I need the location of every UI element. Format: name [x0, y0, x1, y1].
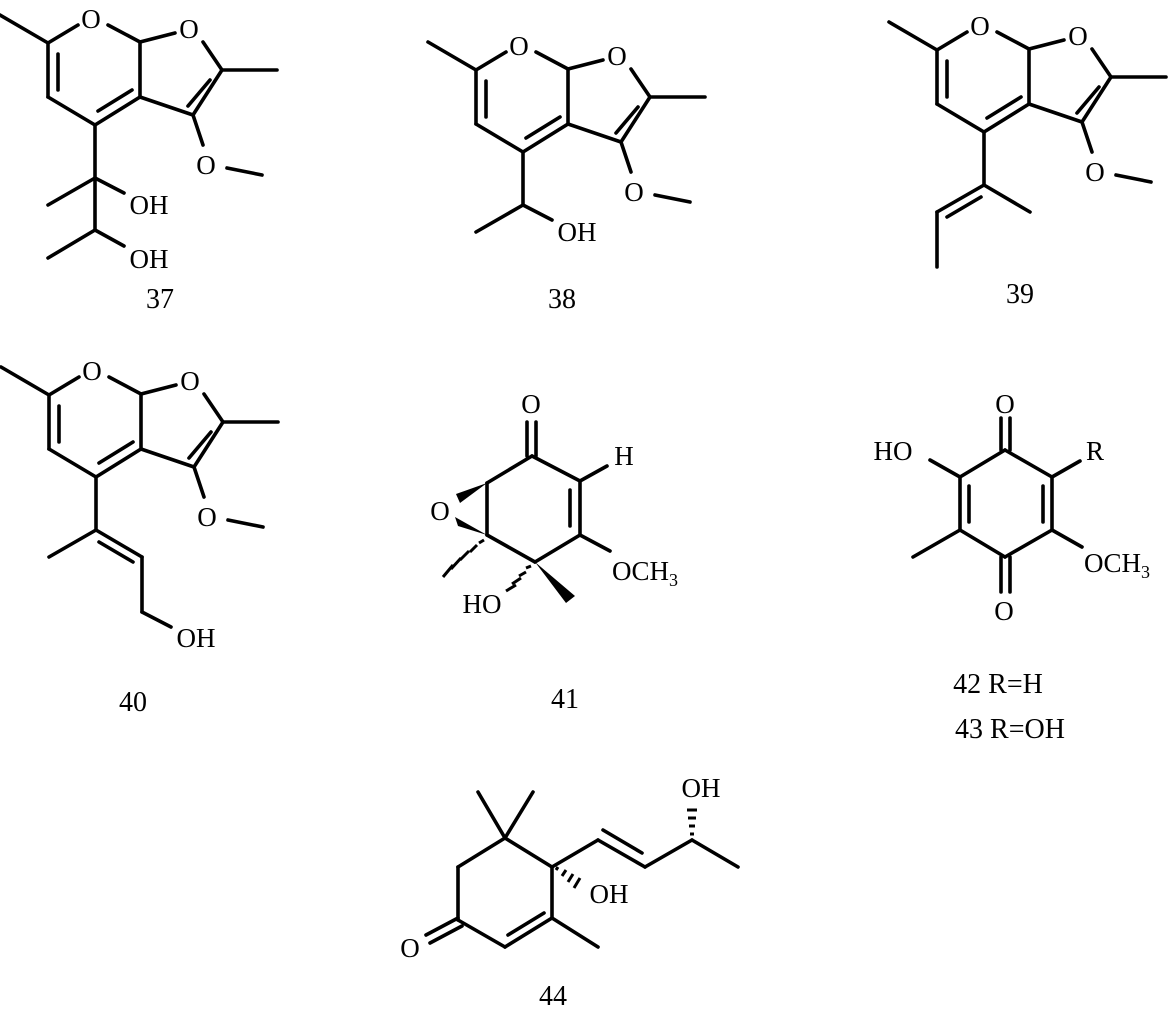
compound-38: O O O OH 38 [426, 31, 707, 315]
hashed-bond [441, 538, 485, 578]
atom-label: O [82, 356, 102, 386]
atom-label: O [400, 933, 420, 963]
atom-label: O [430, 496, 450, 526]
wedge-bond [535, 562, 575, 603]
atom-label: O [607, 41, 627, 71]
hashed-bond [687, 808, 697, 836]
compound-40: O O O OH 40 [0, 356, 280, 718]
hashed-bond [505, 564, 532, 593]
atom-label: OH [590, 879, 629, 909]
compound-number: 37 [146, 284, 174, 315]
atom-label: HO [463, 589, 502, 619]
atom-label: O [180, 366, 200, 396]
compound-caption: 43 R=OH [955, 714, 1065, 745]
atom-label: O [196, 150, 216, 180]
atom-label: H [614, 441, 634, 471]
compound-37: O O O OH OH 37 [0, 4, 279, 315]
atom-label: O [509, 31, 529, 61]
atom-label: O [1085, 157, 1105, 187]
compound-41: O H OCH3 O HO 41 [430, 389, 678, 715]
atom-label: O [179, 14, 199, 44]
atom-label: O [197, 502, 217, 532]
hashed-bond [554, 866, 582, 889]
compound-44: O OH OH 44 [400, 773, 740, 1012]
compound-42-43: O O HO R OCH3 42 R=H 43 R=OH [874, 389, 1151, 745]
atom-label: OH [682, 773, 721, 803]
atom-label: OH [177, 623, 216, 653]
wedge-bond [456, 483, 487, 503]
atom-label: OCH3 [612, 556, 678, 590]
wedge-bond [455, 517, 487, 535]
atom-label: HO [874, 436, 913, 466]
atom-label: OH [130, 244, 169, 274]
atom-label: OH [558, 217, 597, 247]
compound-number: 39 [1006, 279, 1034, 310]
atom-label: O [624, 177, 644, 207]
compound-number: 40 [119, 687, 147, 718]
atom-label: R [1086, 436, 1104, 466]
compound-number: 41 [551, 684, 579, 715]
atom-label: O [970, 11, 990, 41]
compound-caption: 42 R=H [953, 669, 1043, 700]
atom-label: O [1068, 21, 1088, 51]
atom-label: O [81, 4, 101, 34]
atom-label: OH [130, 190, 169, 220]
compound-number: 38 [548, 284, 576, 315]
atom-label: OCH3 [1084, 548, 1150, 582]
atom-label: O [521, 389, 541, 419]
atom-label: O [995, 389, 1015, 419]
atom-label: O [994, 596, 1014, 626]
compound-number: 44 [539, 981, 567, 1012]
compound-39: O O O 39 [887, 11, 1168, 310]
